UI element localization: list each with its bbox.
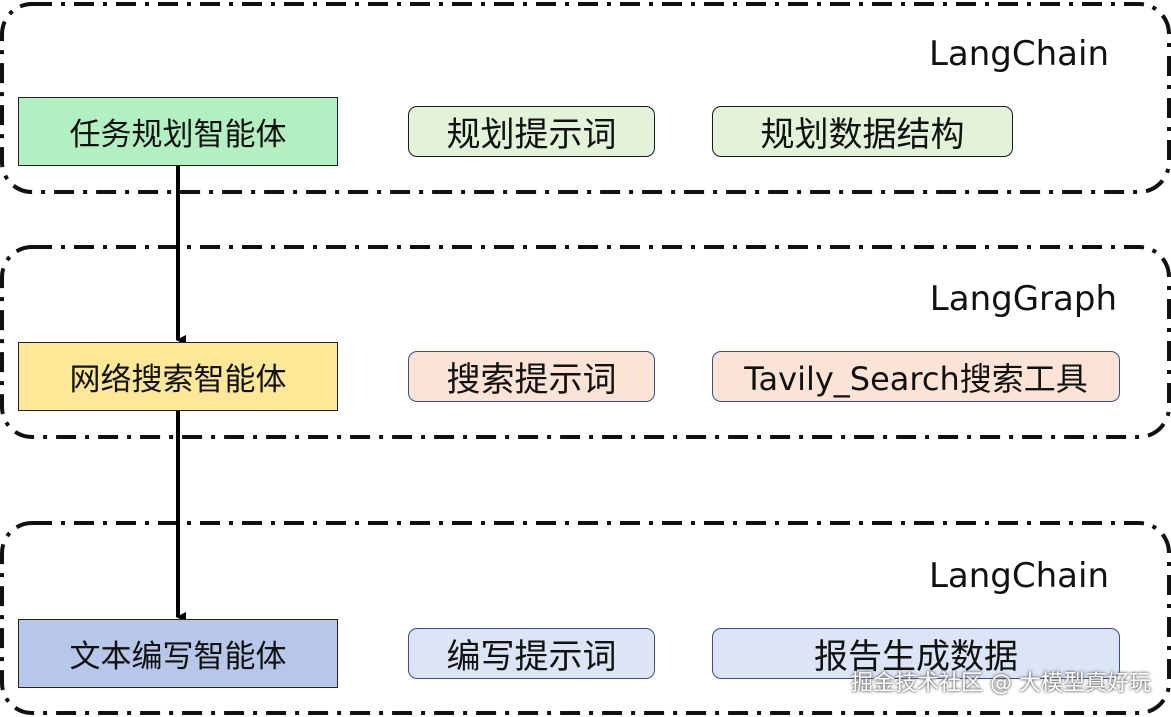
chip-search-prompt: 搜索提示词: [408, 351, 655, 402]
chip-tavily-search-tool: Tavily_Search搜索工具: [712, 351, 1120, 402]
chip-report-generation-data: 报告生成数据: [712, 628, 1120, 679]
chip-planning-data-structure: 规划数据结构: [712, 106, 1013, 157]
group-frame-langgraph-search: [0, 245, 1171, 439]
chip-planning-prompt: 规划提示词: [408, 106, 655, 157]
agent-text-writing: 文本编写智能体: [18, 619, 338, 688]
agent-web-search: 网络搜索智能体: [18, 342, 338, 411]
agent-task-planning: 任务规划智能体: [18, 97, 338, 166]
group-frame-langchain-planning: [0, 2, 1171, 194]
group-frame-langchain-writing: [0, 521, 1171, 715]
framework-label-3: LangChain: [928, 556, 1109, 596]
watermark: 掘金技术社区 @ 大模型真好玩: [851, 671, 1151, 696]
framework-label-1: LangChain: [928, 34, 1109, 74]
framework-label-2: LangGraph: [929, 279, 1117, 319]
chip-writing-prompt: 编写提示词: [408, 628, 655, 679]
